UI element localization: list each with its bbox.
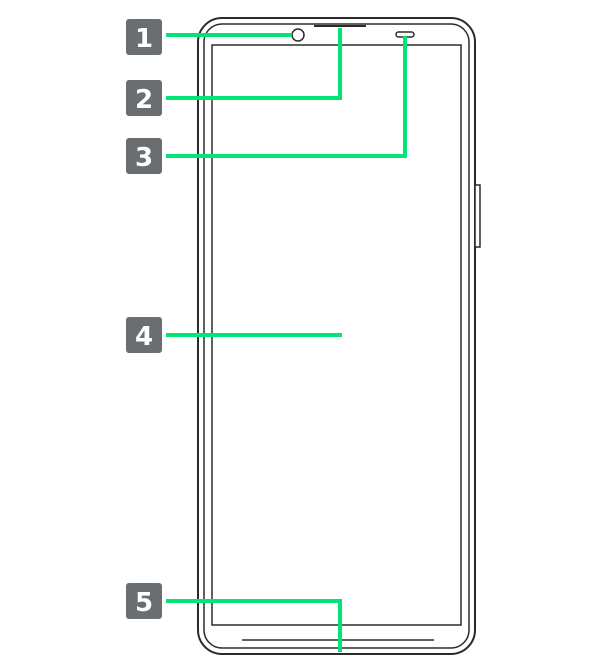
callout-line-3 [166,36,407,158]
callout-badge-1: 1 [126,19,162,55]
callout-number-4: 4 [135,322,153,352]
front-camera-icon [291,28,305,42]
callout-badge-5: 5 [126,583,162,619]
callout-line-5 [166,599,342,652]
side-button [474,184,481,248]
callout-number-5: 5 [135,588,153,618]
callout-line-2 [166,28,342,100]
callout-badge-3: 3 [126,138,162,174]
callout-badge-4: 4 [126,317,162,353]
callout-number-3: 3 [135,143,153,173]
callout-number-2: 2 [135,85,153,115]
callout-number-1: 1 [135,24,153,54]
callout-badge-2: 2 [126,80,162,116]
